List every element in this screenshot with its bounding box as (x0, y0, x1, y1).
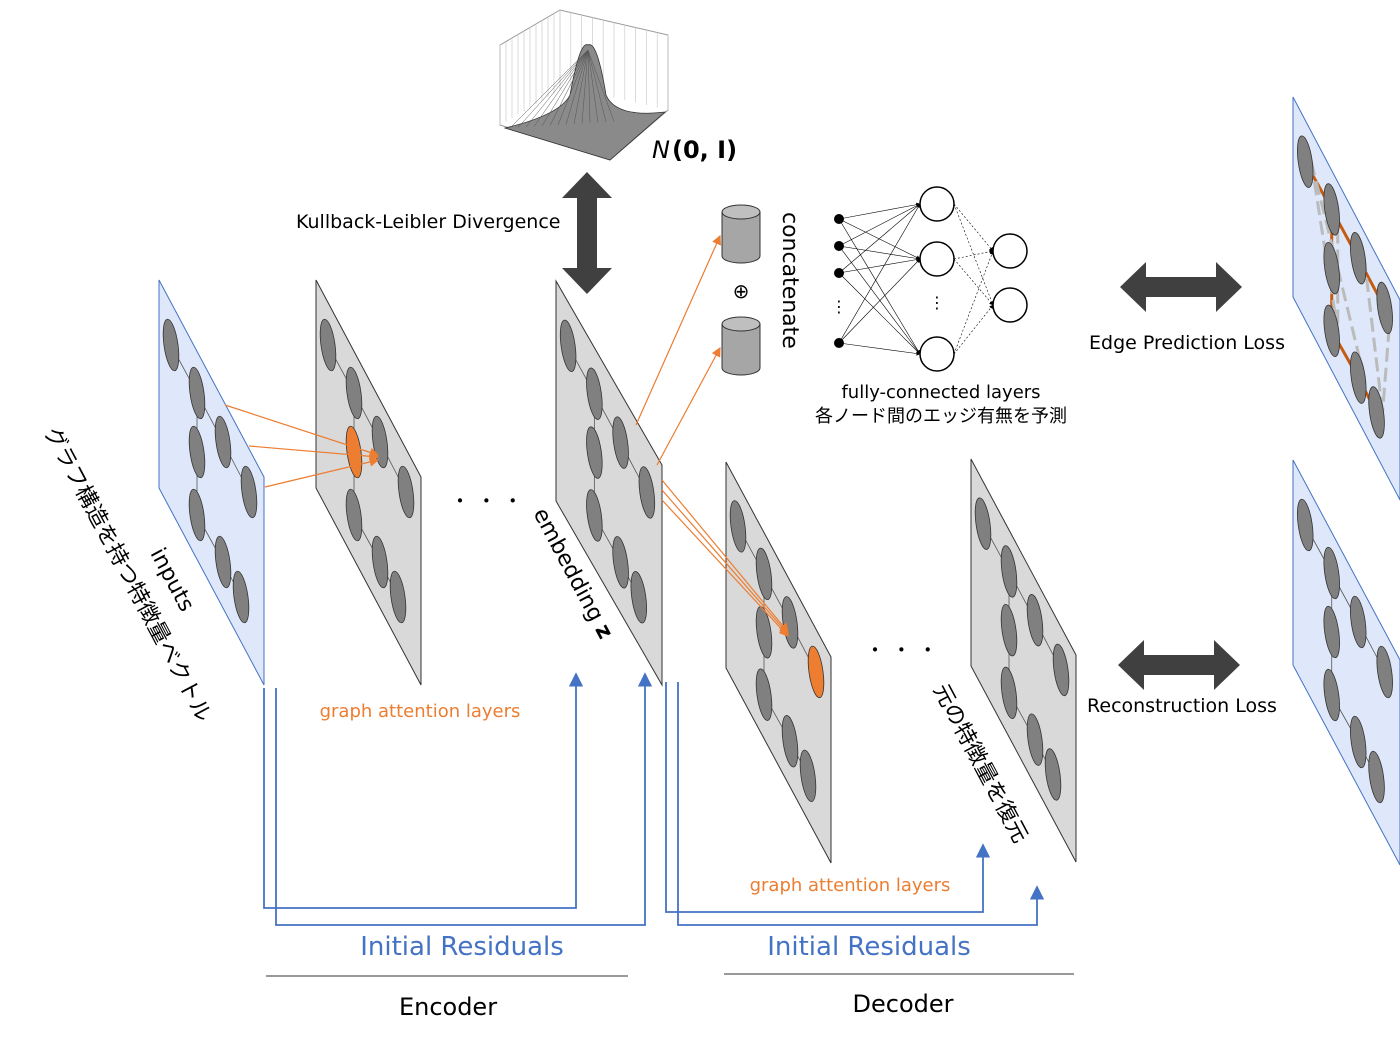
gat-layer-panel (315, 279, 422, 686)
edge-loss-double-arrow (1120, 262, 1242, 312)
graph-node (1349, 595, 1367, 649)
graph-node (612, 416, 629, 469)
graph-node (371, 535, 389, 589)
residuals-decoder-label: Initial Residuals (767, 932, 971, 962)
reconstruction-panel (1292, 459, 1400, 866)
residual-connections (263, 672, 1045, 926)
decoder-output-panel (970, 458, 1077, 863)
output-neuron (992, 287, 1028, 323)
decoder-ellipsis: ・ ・ ・ (865, 638, 938, 662)
graph-node (1000, 666, 1018, 720)
input-neuron (834, 338, 844, 348)
graph-node (1323, 605, 1340, 659)
graph-node (586, 489, 603, 542)
input-neuron (834, 241, 844, 251)
encoder-label: Encoder (399, 993, 497, 1021)
vertical-ellipsis: ⋮ (929, 293, 945, 312)
graph-node (630, 571, 648, 624)
graph-node (1323, 668, 1340, 722)
hidden-neuron (919, 241, 955, 277)
graph-node (807, 645, 825, 699)
embedding-panel (555, 279, 663, 687)
graph-node (214, 535, 232, 589)
graph-node (1323, 304, 1340, 358)
graph-node (638, 466, 656, 519)
graph-node (214, 415, 232, 469)
graph-node (729, 500, 747, 553)
graph-node (319, 318, 337, 372)
graph-node (1297, 498, 1314, 552)
gat-encoder-label: graph attention layers (320, 701, 521, 722)
graph-node (1000, 603, 1018, 657)
graph-node (188, 425, 206, 479)
kl-double-arrow (562, 172, 612, 294)
graph-node (559, 319, 577, 373)
encoder-ellipsis: ・ ・ ・ (450, 489, 523, 513)
hidden-neuron (919, 336, 955, 372)
gaussian-plot (499, 9, 669, 161)
graph-node (345, 366, 363, 420)
graph-node (1052, 643, 1070, 697)
decoder-label: Decoder (853, 990, 954, 1018)
graph-node (586, 426, 603, 479)
concat-oplus: ⊕ (733, 279, 750, 303)
graph-node (1000, 545, 1018, 598)
graph-node (1376, 281, 1393, 335)
graph-node (162, 318, 180, 372)
decoder-gat-panel (725, 461, 832, 864)
graph-node (1297, 135, 1314, 188)
graph-node (1044, 748, 1062, 801)
input-neuron (834, 268, 844, 278)
fully-connected-network: ⋮⋮ (831, 186, 1028, 372)
gat-decoder-label: graph attention layers (750, 875, 951, 896)
cylinder-icon (721, 204, 761, 264)
input-graph-panel (158, 279, 265, 686)
edge-prediction-panel (1292, 96, 1400, 501)
edge-loss-label: Edge Prediction Loss (1089, 332, 1285, 354)
normal-dist-symbol: N (652, 136, 670, 164)
attention-arrows (224, 234, 789, 637)
graph-node (232, 570, 250, 624)
graph-node (612, 536, 629, 589)
graph-node (1026, 594, 1044, 647)
graph-node (240, 465, 258, 519)
graph-node (188, 488, 206, 542)
graph-node (1323, 183, 1340, 236)
graph-node (1368, 750, 1385, 804)
graph-node (1349, 351, 1367, 404)
residuals-encoder-label: Initial Residuals (360, 932, 564, 962)
graph-node (1349, 232, 1367, 285)
recon-loss-double-arrow (1118, 640, 1240, 690)
hidden-neuron (919, 186, 955, 222)
normal-dist-args: (0, I) (672, 136, 737, 164)
graph-node (1323, 546, 1340, 600)
concatenate-label: concatenate (777, 212, 802, 349)
graph-node (974, 497, 992, 550)
graph-node (1368, 386, 1385, 439)
graph-node (188, 366, 206, 420)
graph-node (389, 570, 407, 624)
vertical-ellipsis: ⋮ (831, 297, 847, 316)
cylinder-icon (721, 316, 761, 376)
graph-node (586, 367, 603, 420)
graph-node (799, 749, 817, 803)
fc-description: 各ノード間のエッジ有無を予測 (815, 406, 1067, 427)
graph-node (781, 715, 799, 768)
recon-loss-label: Reconstruction Loss (1087, 695, 1277, 717)
graph-node (755, 547, 773, 601)
graph-node (1323, 241, 1340, 295)
graph-node (755, 668, 773, 721)
input-neuron (834, 214, 844, 224)
kl-label: Kullback-Leibler Divergence (296, 211, 560, 233)
graph-node (1349, 715, 1367, 769)
graph-node (1376, 645, 1393, 699)
graph-node (345, 488, 363, 542)
graph-node (1026, 713, 1044, 766)
fc-label: fully-connected layers (841, 382, 1040, 403)
output-neuron (992, 233, 1028, 269)
graph-node (397, 465, 415, 519)
